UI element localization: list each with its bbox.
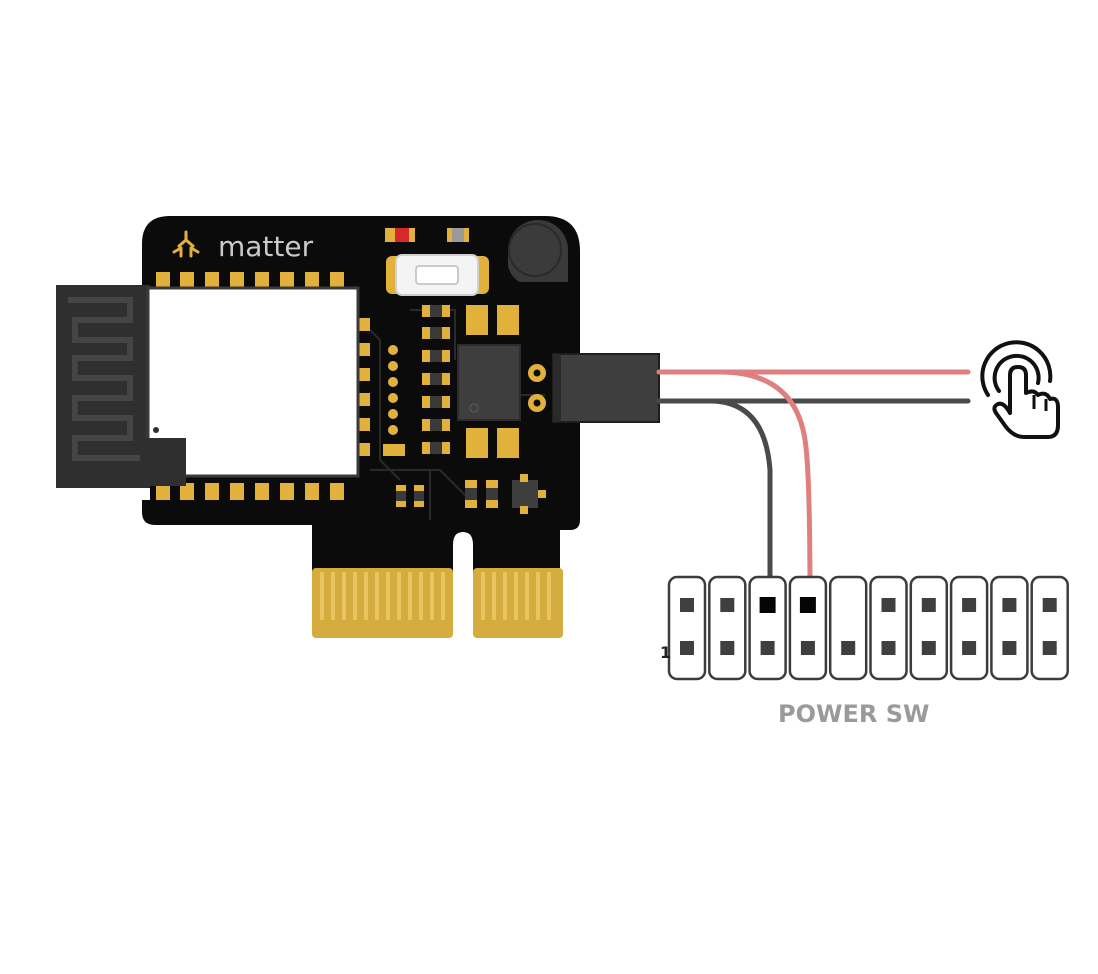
header-pin-slot — [949, 575, 989, 681]
header-pin-top — [962, 598, 977, 612]
header-pin-bottom — [760, 641, 775, 655]
status-led — [385, 228, 469, 242]
tap-button-icon — [980, 340, 1060, 439]
header-pin-top — [881, 598, 896, 612]
header-pin-slot — [828, 575, 868, 681]
brand-text: matter — [218, 230, 314, 263]
header-pin-bottom — [680, 641, 694, 655]
resistor-column — [422, 305, 450, 454]
connector-pads — [528, 364, 546, 412]
header-pin-top — [1042, 598, 1057, 612]
front-panel-header — [667, 575, 1069, 681]
reset-button — [386, 254, 489, 296]
power-sw-label: POWER SW — [778, 700, 929, 728]
header-pin-top — [1002, 598, 1017, 612]
header-pin-top — [921, 598, 936, 612]
wires — [656, 369, 971, 603]
header-pin-slot — [869, 575, 908, 681]
header-pin-slot — [788, 575, 828, 681]
matter-logo-icon — [172, 230, 200, 258]
header-pin-top — [720, 598, 735, 612]
header-pin-slot — [1030, 575, 1069, 681]
pin1-label: 1 — [660, 643, 671, 662]
header-pin-slot — [748, 575, 787, 681]
header-pin-slot — [667, 575, 707, 681]
header-pin-top — [759, 597, 776, 613]
optocoupler-chip — [457, 305, 521, 458]
module-bottom-pads — [156, 483, 344, 500]
header-pin-slot — [708, 575, 747, 681]
header-pin-slot — [990, 575, 1029, 681]
black-wire-drop — [707, 398, 773, 603]
header-pin-slot — [909, 575, 949, 681]
edge-connector — [312, 568, 563, 638]
bottom-components — [396, 474, 546, 514]
header-pin-bottom — [841, 641, 856, 655]
header-pin-bottom — [1042, 641, 1057, 655]
header-pin-bottom — [881, 641, 896, 655]
header-pin-top — [680, 598, 694, 612]
wireless-module — [140, 286, 360, 486]
module-top-pads — [156, 272, 344, 289]
header-pin-bottom — [720, 641, 735, 655]
header-pin-bottom — [962, 641, 977, 655]
jst-connector — [552, 353, 660, 423]
header-dots — [383, 345, 405, 456]
red-wire-drop — [717, 369, 813, 603]
header-pin-bottom — [800, 641, 815, 655]
header-pin-bottom — [921, 641, 936, 655]
header-pin-bottom — [1002, 641, 1017, 655]
header-pin-top — [799, 597, 816, 613]
buzzer-component — [507, 220, 568, 282]
